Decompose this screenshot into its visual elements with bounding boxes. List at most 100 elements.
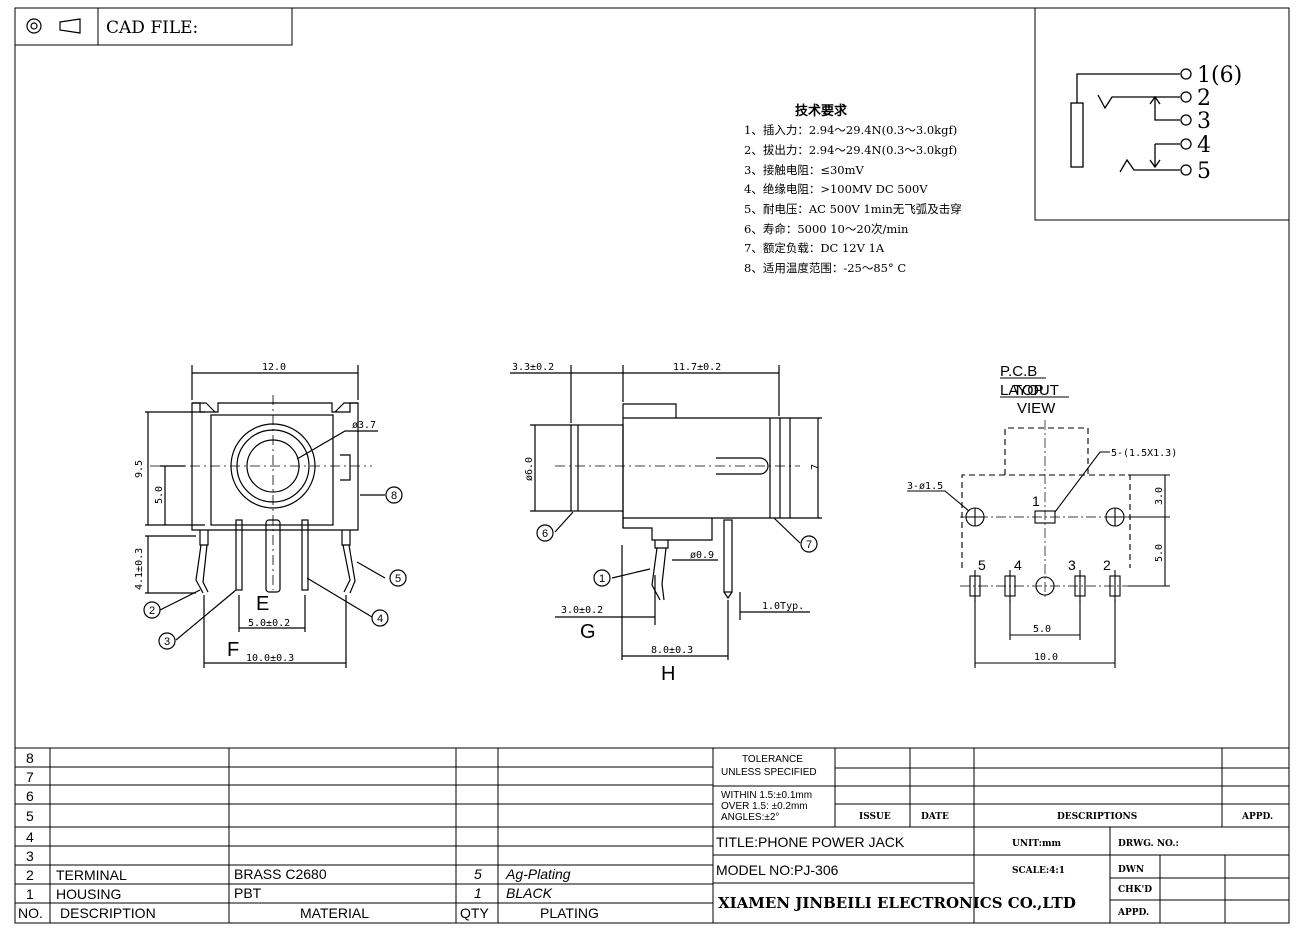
side-dim-height: 7 (810, 464, 821, 470)
revision-headers: ISSUE DATE DESCRIPTIONS APPD. UNIT:mm DR… (859, 812, 1273, 918)
tolerance-line-2: UNLESS SPECIFIED (721, 767, 817, 778)
bom-material: BRASS C2680 (234, 866, 327, 882)
side-letter-g: G (580, 621, 596, 643)
pcb-layout (907, 377, 1170, 668)
requirement-6: 6、寿命：5000 10～20次/min (744, 222, 909, 236)
side-view-letters: G H (580, 621, 675, 685)
requirement-8: 8、适用温度范围：-25～85° C (744, 261, 906, 275)
revision-descriptions: DESCRIPTIONS (1057, 812, 1137, 822)
front-dim-width: 12.0 (262, 362, 286, 373)
side-dim-body: 11.7±0.2 (673, 362, 721, 373)
pcb-title-line-1: P.C.B (1000, 363, 1037, 380)
schematic-pin-4: 4 (1197, 133, 1211, 158)
requirements-title: 技术要求 (795, 103, 848, 119)
callout-6: 6 (542, 528, 548, 540)
side-view-dims: 3.3±0.2 11.7±0.2 ø6.0 7 ø0.9 1.0Typ. 3.0… (512, 362, 821, 656)
jack-schematic (1070, 68, 1192, 176)
callout-4: 4 (377, 613, 383, 625)
front-dim-hole: ø3.7 (352, 420, 376, 431)
front-dim-pin-pitch: 5.0±0.2 (248, 618, 290, 629)
pcb-pin-1: 1 (1032, 493, 1040, 509)
side-dim-diameter: ø6.0 (524, 457, 535, 481)
pcb-dims: 5-(1.5X1.3) 3-ø1.5 3.0 5.0 5.0 10.0 (907, 448, 1177, 663)
front-view-letters: E F (227, 593, 269, 661)
bom-row-number: 7 (26, 769, 34, 785)
pcb-dim-h2: 10.0 (1034, 652, 1058, 663)
schematic-pin-2: 2 (1197, 86, 1211, 111)
projection-symbol-icon (26, 18, 81, 34)
callout-2: 2 (149, 605, 155, 617)
bom-row-number: 3 (26, 848, 34, 864)
front-view-callouts: 8 5 4 2 3 (149, 490, 401, 648)
schematic-pin-1: 1(6) (1197, 63, 1242, 88)
drawn-by-label: DWN (1118, 865, 1144, 875)
pcb-pin-5: 5 (978, 557, 986, 573)
scale-label: SCALE:4:1 (1012, 866, 1065, 876)
pcb-title: P.C.B LAYOUT TOP VIEW (1000, 363, 1059, 417)
callout-3: 3 (164, 636, 170, 648)
title-block (713, 748, 1289, 923)
bom-plating: Ag-Plating (505, 866, 571, 882)
table-row: HOUSING PBT 1 BLACK (56, 885, 553, 902)
front-letter-f: F (227, 639, 239, 661)
schematic-pin-5: 5 (1197, 159, 1211, 184)
tolerance-angles: ANGLES:±2° (721, 812, 779, 823)
bom-row-number: 8 (26, 750, 34, 766)
side-view (510, 365, 822, 660)
cad-header-box (14, 7, 293, 46)
front-dim-height: 9.5 (134, 460, 145, 478)
unit-label: UNIT:mm (1012, 839, 1062, 849)
bom-table (15, 747, 1289, 923)
pcb-pin-4: 4 (1014, 557, 1022, 573)
requirement-2: 2、拔出力：2.94～29.4N(0.3～3.0kgf) (744, 143, 957, 157)
requirement-3: 3、接触电阻：≤30mV (744, 163, 864, 177)
pcb-dim-holes: 3-ø1.5 (907, 481, 943, 492)
cad-file-label: CAD FILE: (106, 18, 198, 38)
pcb-dim-v1: 3.0 (1154, 487, 1165, 505)
requirement-7: 7、额定负载：DC 12V 1A (744, 241, 885, 255)
front-dim-center: 5.0 (154, 486, 165, 504)
bom-row-number: 6 (26, 788, 34, 804)
callout-8: 8 (391, 490, 397, 502)
bom-description: HOUSING (56, 886, 121, 902)
front-view (143, 365, 407, 668)
bom-qty: 1 (474, 885, 482, 901)
callout-7: 7 (806, 539, 812, 551)
requirement-1: 1、插入力：2.94～29.4N(0.3～3.0kgf) (744, 123, 957, 137)
pcb-dim-h1: 5.0 (1033, 624, 1051, 635)
bom-header-no: NO. (18, 905, 43, 921)
callout-5: 5 (395, 573, 401, 585)
pcb-title-line-2: LAYOUT (1000, 382, 1059, 399)
checked-by-label: CHK'D (1118, 885, 1152, 895)
table-row: TERMINAL BRASS C2680 5 Ag-Plating (56, 866, 571, 883)
title-model-text: TITLE:PHONE POWER JACK MODEL NO:PJ-306 (716, 834, 905, 878)
title-block-text: TOLERANCE UNLESS SPECIFIED WITHIN 1.5:±0… (721, 754, 817, 823)
bom-header-qty: QTY (460, 905, 489, 921)
pcb-title-line-3: TOP (1013, 382, 1044, 399)
side-dim-pin-offset: 3.0±0.2 (561, 605, 603, 616)
approved-by-label: APPD. (1117, 908, 1149, 918)
schematic-pin-3: 3 (1197, 109, 1211, 134)
bom-header-description: DESCRIPTION (60, 905, 156, 921)
bom-description: TERMINAL (56, 867, 127, 883)
revision-appd: APPD. (1241, 812, 1273, 822)
front-dim-pin-span: 10.0±0.3 (246, 653, 294, 664)
bom-material: PBT (234, 885, 262, 901)
bom-header-plating: PLATING (540, 905, 599, 921)
front-view-dims: 12.0 9.5 5.0 4.1±0.3 ø3.7 5.0±0.2 10.0±0… (134, 362, 376, 664)
pcb-title-line-4: VIEW (1017, 400, 1056, 417)
technical-requirements: 技术要求 1、插入力：2.94～29.4N(0.3～3.0kgf) 2、拔出力：… (744, 103, 962, 275)
side-view-callouts: 1 6 7 (542, 528, 812, 585)
revision-issue: ISSUE (859, 812, 891, 822)
pcb-pin-labels: 1 5 4 3 2 (978, 493, 1111, 573)
side-dim-front: 3.3±0.2 (512, 362, 554, 373)
bom-plating: BLACK (506, 885, 553, 901)
bom-row-number: 1 (26, 886, 34, 902)
drawing-title: TITLE:PHONE POWER JACK (716, 834, 905, 850)
company-name: XIAMEN JINBEILI ELECTRONICS CO.,LTD (718, 894, 1076, 912)
side-letter-h: H (661, 663, 675, 685)
bom-rows: TERMINAL BRASS C2680 5 Ag-Plating HOUSIN… (18, 866, 599, 921)
bom-qty: 5 (474, 866, 482, 882)
bom-row-numbers: 8 7 6 5 4 3 2 1 (26, 750, 34, 902)
